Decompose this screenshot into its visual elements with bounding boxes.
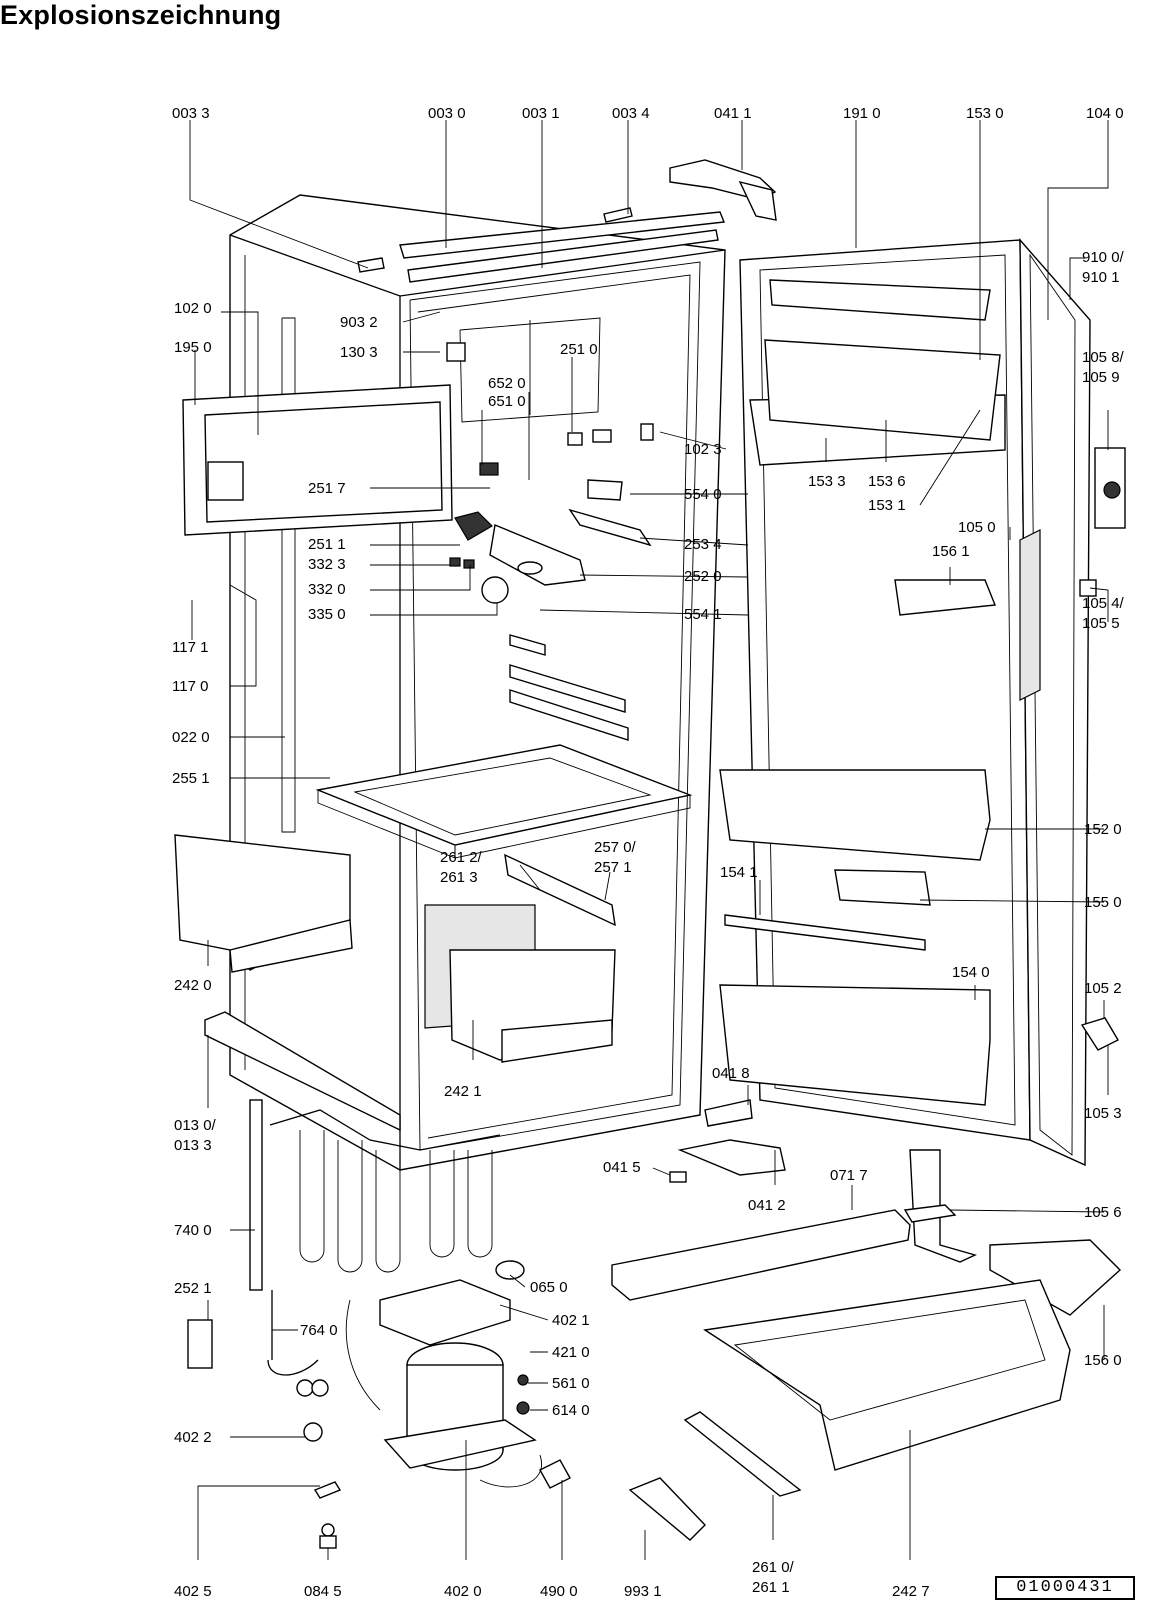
- bottom-rail-and-condenser: [204, 1011, 501, 1291]
- callout-105-3: 105 3: [1084, 1105, 1122, 1122]
- callout-332-0: 332 0: [308, 581, 346, 598]
- callout-402-2: 402 2: [174, 1429, 212, 1446]
- callout-251-7: 251 7: [308, 480, 346, 497]
- callout-065-0: 065 0: [530, 1279, 568, 1296]
- callout-013-3: 013 3: [174, 1137, 212, 1154]
- callout-071-7: 071 7: [830, 1167, 868, 1184]
- callout-251-0: 251 0: [560, 341, 598, 358]
- callout-740-0: 740 0: [174, 1222, 212, 1239]
- door-hardware: [903, 447, 1126, 1316]
- callout-993-1: 993 1: [624, 1583, 662, 1600]
- callout-154-0: 154 0: [952, 964, 990, 981]
- callout-003-3: 003 3: [172, 105, 210, 122]
- callout-105-4: 105 4/: [1082, 595, 1125, 612]
- drawing-reference-code: 01000431: [995, 1576, 1135, 1600]
- callout-910-0: 910 0/: [1082, 249, 1125, 266]
- callout-117-1: 117 1: [172, 639, 208, 656]
- callout-003-4: 003 4: [612, 105, 650, 122]
- callout-105-8: 105 8/: [1082, 349, 1125, 366]
- cabinet-rails: [504, 634, 629, 927]
- callout-022-0: 022 0: [172, 729, 210, 746]
- callout-195-0: 195 0: [174, 339, 212, 356]
- leader-lines: [189, 120, 1109, 1560]
- callout-261-1: 261 1: [752, 1579, 790, 1596]
- callout-013-0: 013 0/: [174, 1117, 217, 1134]
- fridge-door: [719, 238, 1091, 1167]
- callout-554-1: 554 1: [684, 606, 722, 623]
- callout-084-5: 084 5: [304, 1583, 342, 1600]
- callout-153-6: 153 6: [868, 473, 906, 490]
- callout-251-1: 251 1: [308, 536, 346, 553]
- callout-261-2: 261 2/: [440, 849, 483, 866]
- small-parts: [187, 1260, 571, 1549]
- callout-253-4: 253 4: [684, 536, 722, 553]
- callout-257-0: 257 0/: [594, 839, 637, 856]
- callout-191-0: 191 0: [843, 105, 881, 122]
- page-title: Explosionszeichnung: [0, 0, 282, 30]
- callout-402-1: 402 1: [552, 1312, 590, 1329]
- callout-903-2: 903 2: [340, 314, 378, 331]
- callout-402-0: 402 0: [444, 1583, 482, 1600]
- callout-003-0: 003 0: [428, 105, 466, 122]
- top-cover-strips: [357, 207, 725, 283]
- top-hinge: [669, 159, 777, 221]
- callout-102-3: 102 3: [684, 441, 722, 458]
- callout-255-1: 255 1: [172, 770, 210, 787]
- callout-152-0: 152 0: [1084, 821, 1122, 838]
- callout-402-5: 402 5: [174, 1583, 212, 1600]
- callout-041-2: 041 2: [748, 1197, 786, 1214]
- callout-105-0: 105 0: [958, 519, 996, 536]
- callout-764-0: 764 0: [300, 1322, 338, 1339]
- glass-shelf: [315, 744, 693, 859]
- callout-154-1: 154 1: [720, 864, 758, 881]
- callout-421-0: 421 0: [552, 1344, 590, 1361]
- callout-153-1: 153 1: [868, 497, 906, 514]
- part-callouts: 003 3 003 0 003 1 003 4 041 1 191 0 153 …: [172, 105, 1125, 1600]
- callout-257-1: 257 1: [594, 859, 632, 876]
- callout-614-0: 614 0: [552, 1402, 590, 1419]
- callout-242-0: 242 0: [174, 977, 212, 994]
- callout-153-0: 153 0: [966, 105, 1004, 122]
- thermostat-assembly: [446, 342, 654, 604]
- callout-261-0: 261 0/: [752, 1559, 795, 1576]
- callout-332-3: 332 3: [308, 556, 346, 573]
- callout-105-6: 105 6: [1084, 1204, 1122, 1221]
- callout-156-0: 156 0: [1084, 1352, 1122, 1369]
- crisper-drawers: [174, 834, 616, 1063]
- callout-104-0: 104 0: [1086, 105, 1124, 122]
- callout-117-0: 117 0: [172, 678, 208, 695]
- callout-155-0: 155 0: [1084, 894, 1122, 911]
- callout-041-8: 041 8: [712, 1065, 750, 1082]
- callout-156-1: 156 1: [932, 543, 970, 560]
- callout-130-3: 130 3: [340, 344, 378, 361]
- bottom-hinge-parts: [611, 1099, 1071, 1541]
- callout-490-0: 490 0: [540, 1583, 578, 1600]
- freezer-door: [182, 384, 453, 536]
- compressor: [345, 1279, 542, 1488]
- callout-652-0: 652 0: [488, 375, 526, 392]
- callout-242-1: 242 1: [444, 1083, 482, 1100]
- callout-041-5: 041 5: [603, 1159, 641, 1176]
- callout-561-0: 561 0: [552, 1375, 590, 1392]
- callout-105-2: 105 2: [1084, 980, 1122, 997]
- callout-102-0: 102 0: [174, 300, 212, 317]
- callout-242-7: 242 7: [892, 1583, 930, 1600]
- callout-335-0: 335 0: [308, 606, 346, 623]
- callout-910-1: 910 1: [1082, 269, 1120, 286]
- callout-105-5: 105 5: [1082, 615, 1120, 632]
- callout-105-9: 105 9: [1082, 369, 1120, 386]
- callout-651-0: 651 0: [488, 393, 526, 410]
- callout-153-3: 153 3: [808, 473, 846, 490]
- callout-554-0: 554 0: [684, 486, 722, 503]
- callout-041-1: 041 1: [714, 105, 752, 122]
- callout-252-1: 252 1: [174, 1280, 212, 1297]
- callout-261-3: 261 3: [440, 869, 478, 886]
- callout-003-1: 003 1: [522, 105, 560, 122]
- callout-252-0: 252 0: [684, 568, 722, 585]
